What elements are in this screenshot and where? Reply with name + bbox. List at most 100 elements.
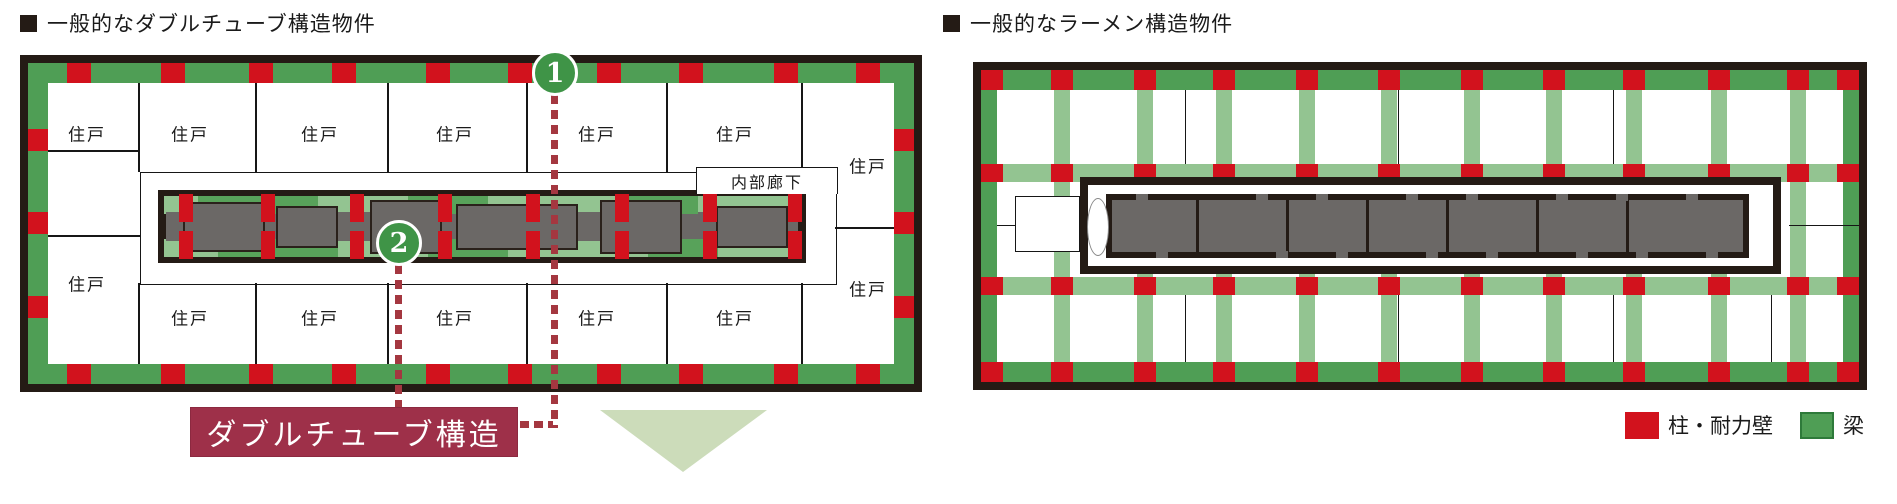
column-block xyxy=(1543,362,1565,382)
unit-wall xyxy=(526,83,528,172)
leader-line-1 xyxy=(551,95,558,428)
bearing-wall-block xyxy=(261,194,275,222)
unit-wall xyxy=(1789,225,1859,227)
column-block xyxy=(1296,277,1318,295)
column-block xyxy=(249,364,273,384)
bearing-wall-block xyxy=(179,194,193,222)
column-block xyxy=(426,63,450,83)
core-divider xyxy=(1286,200,1289,252)
column-block xyxy=(774,364,798,384)
column-block xyxy=(1708,70,1730,90)
inner-corridor-label: 内部廊下 xyxy=(696,167,838,194)
unit-wall xyxy=(255,283,257,364)
core-divider xyxy=(1446,200,1449,252)
column-block xyxy=(774,63,798,83)
unit-wall xyxy=(1185,90,1187,164)
column-block xyxy=(894,296,914,318)
column-block xyxy=(161,364,185,384)
column-block xyxy=(28,296,48,318)
core-room-block xyxy=(456,204,578,250)
inner-corridor-label-text: 内部廊下 xyxy=(730,173,803,192)
unit-wall xyxy=(48,150,140,152)
unit-label: 住戸 xyxy=(849,280,887,301)
core-tab xyxy=(1686,194,1698,201)
unit-label: 住戸 xyxy=(849,157,887,178)
unit-wall xyxy=(1398,90,1400,164)
column-block xyxy=(1623,277,1645,295)
bearing-wall-block xyxy=(526,194,540,222)
unit-label: 住戸 xyxy=(171,309,209,330)
column-block xyxy=(1051,70,1073,90)
unit-wall xyxy=(801,83,803,172)
unit-wall xyxy=(1185,295,1187,362)
left-plan-title-text: 一般的なダブルチューブ構造物件 xyxy=(47,12,376,36)
column-block xyxy=(1213,70,1235,90)
column-block xyxy=(1461,70,1483,90)
unit-wall xyxy=(666,83,668,172)
column-block xyxy=(508,364,532,384)
double-tube-callout-text: ダブルチューブ構造 xyxy=(206,418,502,453)
column-block xyxy=(856,364,880,384)
column-block xyxy=(1837,277,1859,295)
edge-column-strip-left xyxy=(981,90,997,362)
unit-wall xyxy=(526,283,528,364)
bearing-wall-block xyxy=(788,231,802,259)
core-tab xyxy=(1316,194,1328,201)
legend: 柱・耐力壁 梁 xyxy=(1625,410,1864,440)
unit-label: 住戸 xyxy=(68,275,106,296)
unit-wall xyxy=(387,283,389,364)
column-block xyxy=(1461,277,1483,295)
core-tab xyxy=(1466,194,1478,201)
column-block xyxy=(1378,70,1400,90)
right-plan-title: 一般的なラーメン構造物件 xyxy=(943,8,1233,38)
column-block xyxy=(1213,362,1235,382)
core-room-block xyxy=(183,202,265,252)
legend-column-swatch xyxy=(1625,411,1659,439)
bearing-wall-block xyxy=(703,231,717,259)
bearing-wall-block xyxy=(179,231,193,259)
column-block xyxy=(161,63,185,83)
unit-label: 住戸 xyxy=(68,125,106,146)
marker-1-number: 1 xyxy=(545,57,565,89)
core-tab xyxy=(1636,251,1648,258)
core-divider xyxy=(1366,200,1369,252)
unit-wall xyxy=(138,283,140,364)
column-block xyxy=(1213,277,1235,295)
core-tab xyxy=(1706,251,1718,258)
column-block xyxy=(1837,70,1859,90)
column-block xyxy=(597,63,621,83)
column-block xyxy=(249,63,273,83)
double-tube-plan-interior: 内部廊下 住戸 住戸 住戸 住戸 住戸 住戸 住戸 住戸 住戸 住戸 住戸 住戸… xyxy=(28,63,914,384)
bearing-wall-block xyxy=(615,231,629,259)
column-block xyxy=(597,364,621,384)
inner-tube-core xyxy=(158,190,806,263)
bearing-wall-block xyxy=(703,194,717,222)
core-tab xyxy=(1136,194,1148,201)
column-block xyxy=(1623,70,1645,90)
unit-wall xyxy=(835,227,894,229)
core-door-arc xyxy=(1087,198,1109,256)
legend-beam-label: 梁 xyxy=(1843,414,1864,438)
down-arrow-icon xyxy=(600,410,767,472)
central-core xyxy=(1106,194,1749,258)
column-block xyxy=(679,63,703,83)
title-square-icon xyxy=(943,14,960,32)
column-block xyxy=(1837,362,1859,382)
marker-1: 1 xyxy=(532,50,578,96)
rahmen-plan-interior xyxy=(981,70,1859,382)
column-block xyxy=(1787,164,1809,182)
unit-wall xyxy=(138,83,140,172)
column-block xyxy=(1543,277,1565,295)
unit-wall xyxy=(1771,295,1773,362)
column-block xyxy=(67,364,91,384)
core-tab xyxy=(1486,251,1498,258)
core-divider xyxy=(1196,200,1199,252)
core-room-block xyxy=(600,200,682,254)
unit-wall xyxy=(1398,295,1400,362)
unit-wall xyxy=(801,283,803,364)
column-block xyxy=(856,63,880,83)
column-block xyxy=(1461,362,1483,382)
leader-line-2 xyxy=(395,265,402,407)
core-room-block xyxy=(716,206,788,248)
unit-label: 住戸 xyxy=(578,125,616,146)
